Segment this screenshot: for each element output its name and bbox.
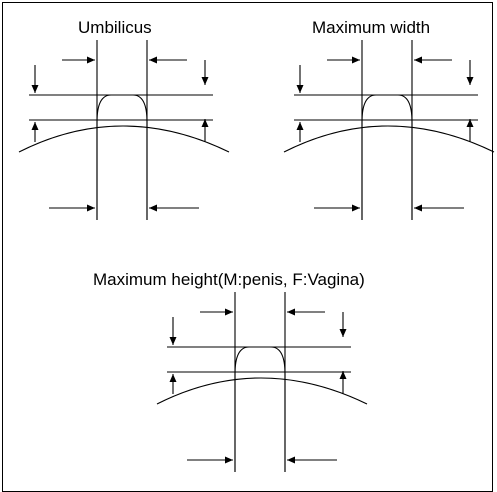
umbilicus-arrow-left-down — [31, 65, 39, 93]
maximum-width-arrow-right-down — [466, 60, 474, 85]
umbilicus-arrow-left-up — [31, 122, 39, 142]
panel-label-umbilicus: Umbilicus — [78, 18, 152, 37]
panel-umbilicus — [18, 40, 230, 220]
umbilicus-arrow-bottom-left-head — [87, 204, 95, 212]
panel-label-maximum-width: Maximum width — [312, 18, 431, 37]
maximum-height-arrow-top-right-head — [287, 308, 295, 316]
maximum-width-arrow-right-up-head — [466, 119, 474, 127]
umbilicus-arrow-top-right — [149, 56, 187, 64]
maximum-height-arrow-left-down-head — [169, 337, 177, 345]
maximum-height-body-curve — [156, 377, 368, 405]
maximum-width-protrusion — [361, 94, 413, 220]
panel-label-maximum-height: Maximum height(M:penis, F:Vagina) — [93, 270, 365, 289]
maximum-width-arrow-left-up-head — [296, 122, 304, 130]
maximum-width-arrow-top-right — [414, 56, 452, 64]
panel-maximum-width — [283, 40, 495, 220]
maximum-height-arrow-bottom-left-head — [225, 456, 233, 464]
panel-maximum-height — [156, 292, 368, 472]
umbilicus-arrow-bottom-right-head — [149, 204, 157, 212]
maximum-width-arrow-bottom-left-head — [352, 204, 360, 212]
maximum-height-arrow-bottom-right — [287, 456, 337, 464]
maximum-width-arrow-right-down-head — [466, 77, 474, 85]
maximum-width-arrow-left-down — [296, 65, 304, 93]
umbilicus-arrow-bottom-left — [49, 204, 95, 212]
maximum-height-protrusion — [234, 346, 286, 472]
maximum-width-body-curve — [283, 125, 495, 153]
maximum-width-arrow-top-right-head — [414, 56, 422, 64]
umbilicus-arrow-left-up-head — [31, 122, 39, 130]
diagram-drawing — [18, 40, 495, 472]
maximum-height-arrow-left-up — [169, 374, 177, 394]
maximum-height-arrow-bottom-left — [187, 456, 233, 464]
umbilicus-arrow-left-down-head — [31, 85, 39, 93]
maximum-width-arrow-top-left — [327, 56, 360, 64]
maximum-height-arrow-bottom-right-head — [287, 456, 295, 464]
maximum-width-arrow-left-down-head — [296, 85, 304, 93]
maximum-width-arrow-right-up — [466, 119, 474, 142]
maximum-height-arrow-right-down-head — [339, 329, 347, 337]
maximum-height-arrow-left-up-head — [169, 374, 177, 382]
umbilicus-arrow-right-up-head — [201, 119, 209, 127]
umbilicus-arrow-right-up — [201, 119, 209, 142]
umbilicus-arrow-bottom-right — [149, 204, 199, 212]
maximum-width-arrow-bottom-right — [414, 204, 464, 212]
maximum-width-arrow-bottom-left — [314, 204, 360, 212]
maximum-width-arrow-top-left-head — [352, 56, 360, 64]
umbilicus-body-curve — [18, 125, 230, 153]
maximum-height-arrow-top-left — [200, 308, 233, 316]
maximum-height-arrow-top-right — [287, 308, 325, 316]
maximum-height-arrow-right-up — [339, 371, 347, 394]
umbilicus-arrow-top-left-head — [87, 56, 95, 64]
umbilicus-arrow-top-right-head — [149, 56, 157, 64]
maximum-height-arrow-left-down — [169, 317, 177, 345]
umbilicus-arrow-right-down — [201, 60, 209, 85]
maximum-height-arrow-right-down — [339, 312, 347, 337]
umbilicus-arrow-top-left — [62, 56, 95, 64]
maximum-height-arrow-top-left-head — [225, 308, 233, 316]
maximum-height-arrow-right-up-head — [339, 371, 347, 379]
umbilicus-arrow-right-down-head — [201, 77, 209, 85]
umbilicus-protrusion — [96, 94, 148, 220]
maximum-width-arrow-bottom-right-head — [414, 204, 422, 212]
maximum-width-arrow-left-up — [296, 122, 304, 142]
